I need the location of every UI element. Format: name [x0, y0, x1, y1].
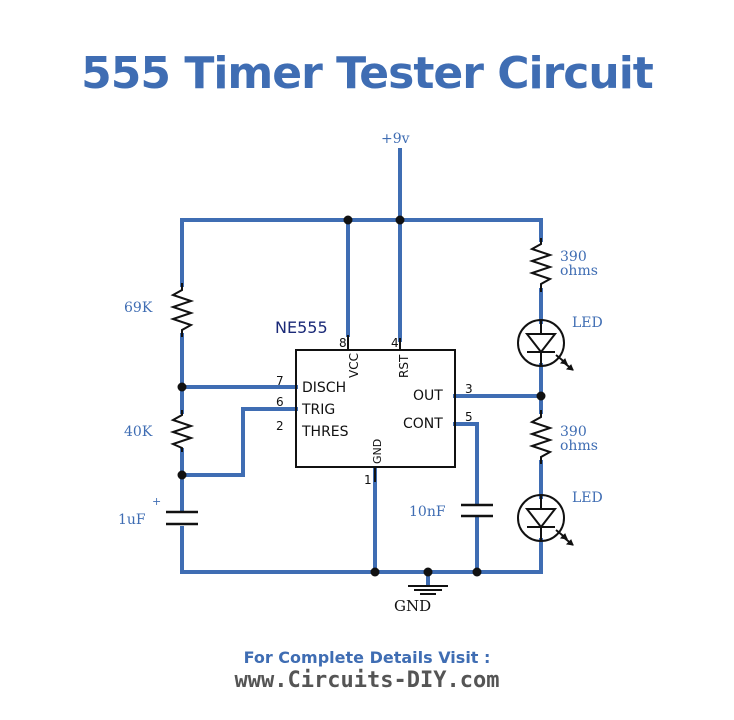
pin-out-label: OUT [413, 388, 443, 404]
ground-symbol [408, 585, 448, 595]
r3-value: 390 [560, 249, 587, 265]
junction-dots [177, 215, 546, 577]
pin-2-number: 2 [276, 419, 284, 433]
wires [180, 148, 543, 587]
resistor-r1 [169, 283, 195, 337]
pin-vcc-label: VCC [347, 353, 361, 378]
c2-label: 10nF [409, 504, 446, 520]
pin-6-number: 6 [276, 395, 284, 409]
footer-url: www.Circuits-DIY.com [234, 668, 500, 693]
r4-unit: ohms [560, 438, 598, 454]
pin-1-number: 1 [364, 473, 372, 487]
resistor-r4 [528, 410, 554, 464]
c1-label: 1uF [118, 512, 146, 528]
pin-trig-label: TRIG [301, 402, 335, 418]
c1-polarity: + [152, 495, 161, 508]
pin-4-number: 4 [391, 336, 399, 350]
capacitor-c1 [166, 510, 198, 526]
led-2-symbol [517, 494, 574, 546]
resistor-r3 [528, 238, 554, 292]
capacitor-c2 [461, 503, 493, 518]
pin-disch-label: DISCH [302, 380, 346, 396]
led-1-label: LED [572, 315, 603, 331]
page-title: 555 Timer Tester Circuit [81, 48, 654, 99]
led-1-symbol [517, 319, 574, 371]
led-2-label: LED [572, 490, 603, 506]
pin-gnd-label: GND [371, 439, 384, 464]
ic-part-label: NE555 [275, 318, 328, 337]
pin-7-number: 7 [276, 374, 284, 388]
supply-label: +9v [381, 131, 410, 147]
pin-thres-label: THRES [301, 424, 349, 440]
pin-cont-label: CONT [403, 416, 443, 432]
r3-unit: ohms [560, 263, 598, 279]
r2-label: 40K [124, 424, 153, 440]
pin-rst-label: RST [397, 354, 411, 378]
resistor-r2 [169, 410, 195, 452]
r1-label: 69K [124, 300, 153, 316]
footer-caption: For Complete Details Visit : [243, 648, 491, 667]
r4-value: 390 [560, 424, 587, 440]
pin-5-number: 5 [465, 410, 473, 424]
ground-label: GND [394, 597, 431, 615]
pin-3-number: 3 [465, 382, 473, 396]
pin-8-number: 8 [339, 336, 347, 350]
